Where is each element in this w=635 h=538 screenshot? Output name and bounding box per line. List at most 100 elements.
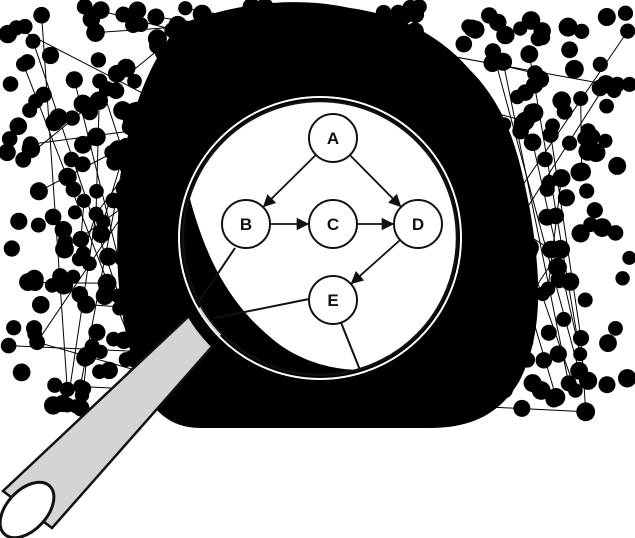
network-node <box>599 376 616 393</box>
network-node <box>89 184 104 199</box>
network-node <box>341 68 357 84</box>
network-node <box>429 116 448 135</box>
network-node <box>520 45 538 63</box>
network-node <box>72 286 89 303</box>
network-node <box>23 136 39 152</box>
network-node <box>449 405 465 421</box>
network-node <box>532 381 551 400</box>
network-node <box>125 314 143 332</box>
network-node <box>168 16 187 35</box>
network-node <box>608 321 623 336</box>
network-node <box>579 183 594 198</box>
network-node <box>570 362 588 380</box>
network-node <box>324 29 341 46</box>
network-node <box>129 2 147 20</box>
network-node <box>90 92 108 110</box>
network-node <box>148 29 167 48</box>
network-node <box>577 131 592 146</box>
network-node <box>496 381 513 398</box>
network-node <box>540 182 555 197</box>
network-node <box>548 208 565 225</box>
network-node <box>45 278 60 293</box>
network-node <box>368 32 386 50</box>
network-node <box>142 246 159 263</box>
network-node <box>537 152 553 168</box>
network-node <box>73 379 87 393</box>
network-node <box>104 145 119 160</box>
network-node <box>193 5 212 24</box>
network-node <box>578 293 593 308</box>
network-node <box>210 67 227 84</box>
network-node <box>510 90 524 104</box>
network-node <box>485 43 501 59</box>
network-node <box>66 270 80 284</box>
network-node <box>98 274 117 293</box>
network-node <box>348 47 365 64</box>
network-node <box>390 5 406 21</box>
network-node <box>88 324 105 341</box>
network-node <box>17 19 32 34</box>
network-node <box>576 402 595 421</box>
network-node <box>151 134 165 148</box>
network-node <box>30 182 48 200</box>
network-node <box>406 22 424 40</box>
network-node <box>335 398 353 416</box>
network-node <box>178 1 192 15</box>
network-node <box>375 64 392 81</box>
node-b: B <box>222 200 270 248</box>
network-node <box>161 149 176 164</box>
network-node <box>556 312 571 327</box>
network-node <box>598 134 612 148</box>
network-node <box>599 334 617 352</box>
network-node <box>462 333 478 349</box>
network-node <box>134 17 149 32</box>
network-node <box>523 104 540 121</box>
network-node <box>267 12 286 31</box>
network-node <box>473 109 488 124</box>
network-node <box>565 60 584 79</box>
network-node <box>99 248 117 266</box>
network-node <box>548 258 567 277</box>
network-node <box>562 136 577 151</box>
network-node <box>118 229 135 246</box>
network-node <box>599 99 614 114</box>
network-node <box>545 118 560 133</box>
network-node <box>117 59 136 78</box>
network-node <box>4 240 20 256</box>
network-node <box>92 74 107 89</box>
network-node <box>3 76 19 92</box>
network-node <box>54 395 71 412</box>
network-node <box>515 271 531 287</box>
network-node <box>112 301 126 315</box>
network-node <box>345 30 363 48</box>
network-node <box>31 218 46 233</box>
network-node <box>181 66 198 83</box>
network-node <box>1 338 17 354</box>
network-node <box>345 9 359 23</box>
network-node <box>436 83 455 102</box>
network-node <box>108 82 125 99</box>
network-node <box>9 117 27 135</box>
network-node <box>502 334 517 349</box>
node-d: D <box>394 200 442 248</box>
network-node <box>307 7 322 22</box>
network-node <box>487 363 504 380</box>
network-node <box>500 189 516 205</box>
network-node <box>561 273 579 291</box>
network-node <box>120 158 137 175</box>
network-node <box>561 41 578 58</box>
network-node <box>442 339 461 358</box>
network-node <box>534 22 551 39</box>
network-node <box>263 39 277 53</box>
network-node <box>89 207 104 222</box>
network-node <box>116 179 135 198</box>
network-node <box>473 97 488 112</box>
network-node <box>558 189 575 206</box>
network-node <box>122 272 136 286</box>
network-node <box>403 75 417 89</box>
network-node <box>597 75 615 93</box>
node-label: E <box>327 291 338 310</box>
network-node <box>20 54 36 70</box>
network-node <box>618 6 633 21</box>
